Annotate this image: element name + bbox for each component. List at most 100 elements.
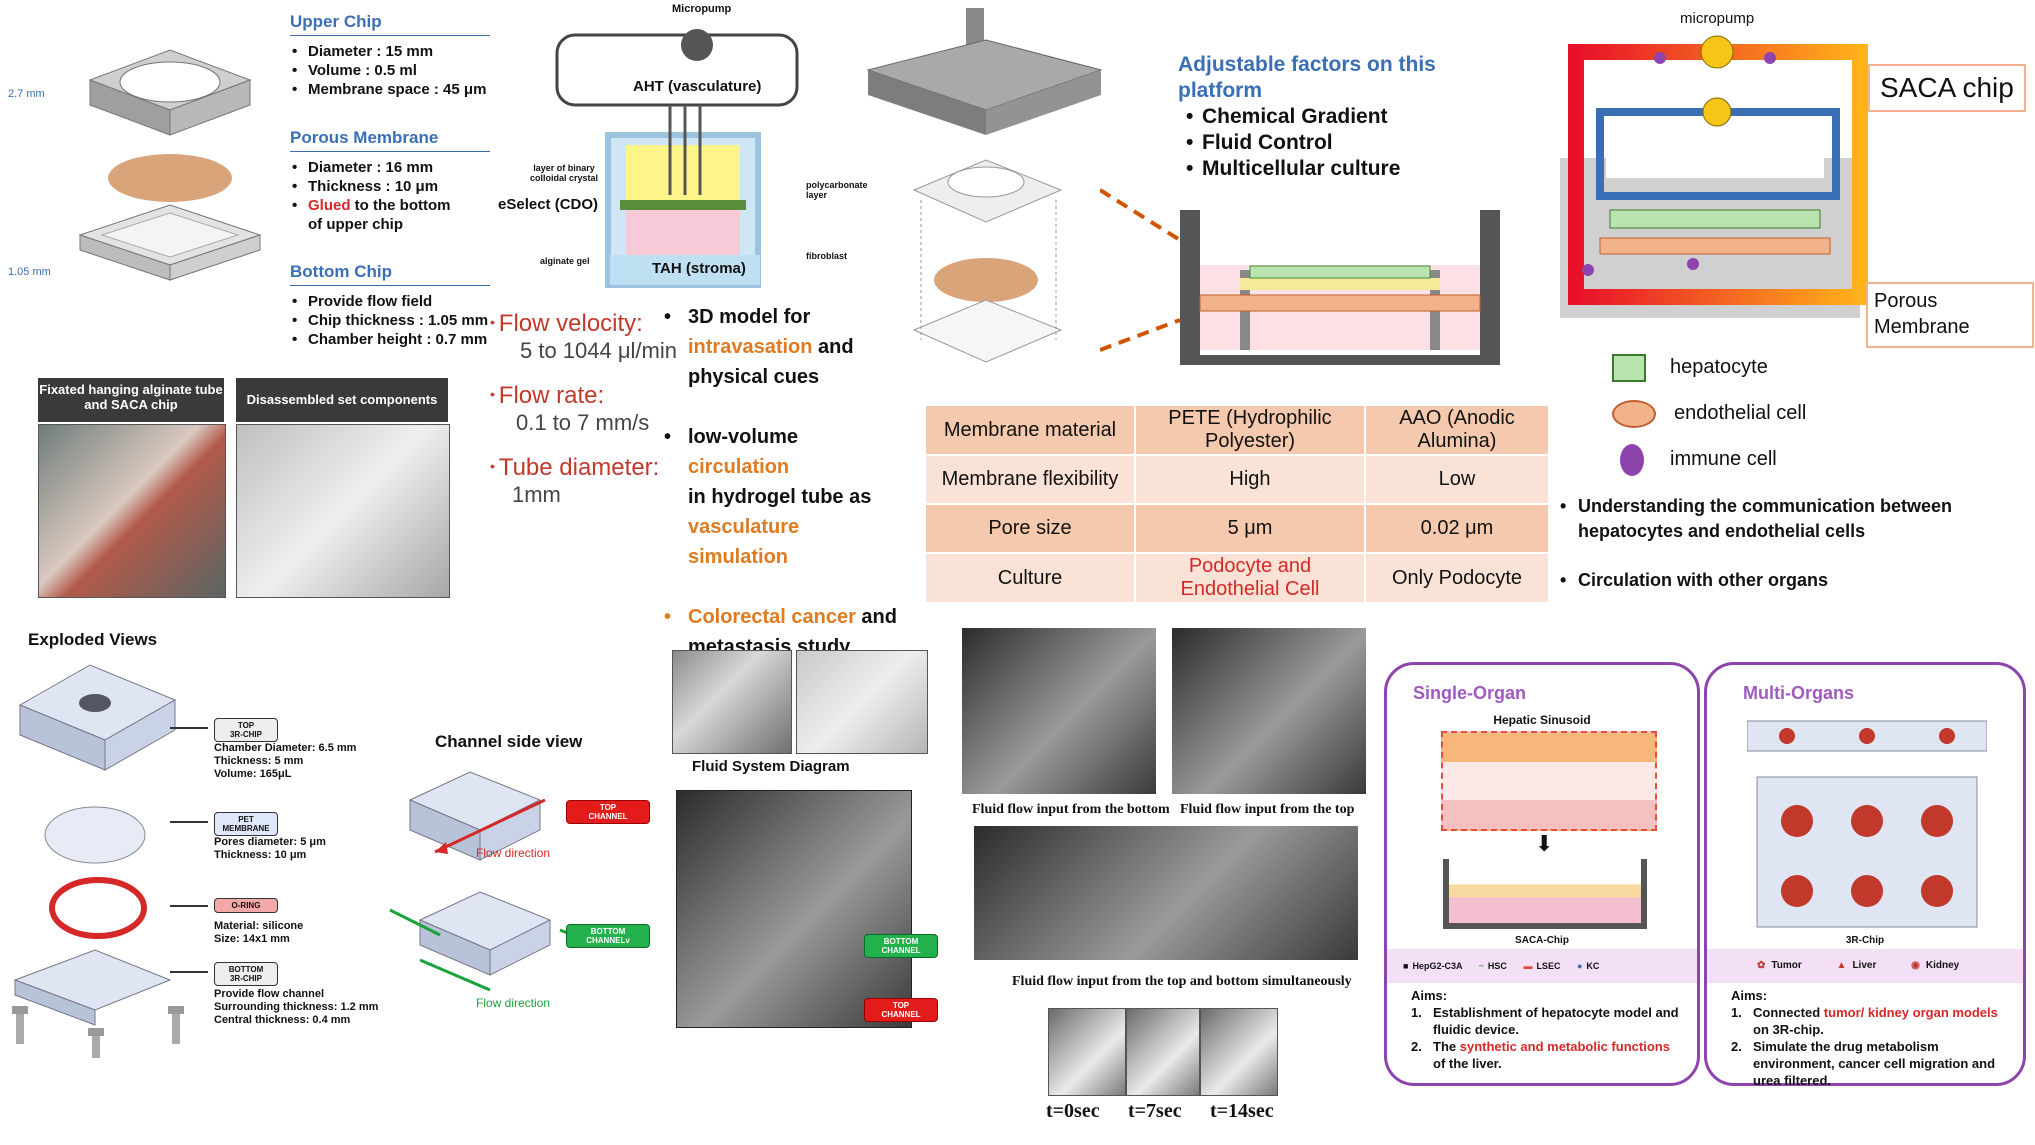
material-row: Culture Podocyte and Endothelial Cell On… — [924, 552, 1550, 604]
kc-icon: ● — [1576, 961, 1583, 971]
membrane-spec: Thickness : 10 μm — [292, 177, 490, 196]
lsec-icon: ▬ — [1523, 961, 1533, 971]
adjustable-factors: Adjustable factors on this platform Chem… — [1178, 52, 1498, 182]
sinusoid-diagram — [1441, 731, 1657, 831]
saca-chip-label: SACA chip — [1868, 64, 2026, 112]
single-organ-title: Single-Organ — [1413, 683, 1527, 703]
material-row: Membrane flexibility High Low — [924, 454, 1550, 505]
well-svg — [1098, 188, 1500, 365]
feature-2: • low-volume circulation in hydrogel tub… — [664, 426, 872, 568]
upper-chip-spec: Volume : 0.5 ml — [292, 61, 490, 80]
photo-caption-right: Disassembled set components — [236, 378, 448, 422]
material-cell: Pore size — [924, 503, 1136, 554]
material-cell: Low — [1364, 454, 1550, 505]
bolts — [10, 1000, 210, 1060]
hsc-icon: ~ — [1478, 961, 1484, 971]
saca-note: •Understanding the communication between… — [1560, 496, 1953, 541]
material-cell: Only Podocyte — [1364, 552, 1550, 604]
photo-components — [236, 424, 450, 598]
dim-bottom-label: 1.05 mm — [8, 266, 51, 278]
fibroblast-label: fibroblast — [806, 251, 848, 261]
saca-note: •Circulation with other organs — [1560, 570, 1829, 590]
material-header-cell: PETE (Hydrophilic Polyester) — [1134, 404, 1366, 456]
multi-organ-panel: Multi-Organs 3R-Chip ✿Tumor ▲Liver ◉Kidn… — [1704, 662, 2026, 1088]
legend-immune: immune cell — [1612, 436, 1806, 482]
saca-chip-diagram — [1560, 30, 1890, 320]
liver-icon: ▲ — [1836, 960, 1847, 971]
upper-chip-title: Upper Chip — [290, 12, 490, 36]
tah-label: TAH (stroma) — [652, 260, 746, 277]
dim-top-label: 2.7 mm — [8, 88, 45, 100]
fluid-tag-bottom-channel: BOTTOM CHANNEL — [864, 934, 938, 958]
tag-pet-membrane: PET MEMBRANE — [214, 812, 278, 836]
bottom-chip-block: Bottom Chip Provide flow field Chip thic… — [290, 262, 490, 349]
timelapse-label: t=7sec — [1128, 1100, 1182, 1122]
tag-o-ring: O-RING — [214, 898, 278, 913]
saca-notes: •Understanding the communication between… — [1560, 494, 2000, 593]
multi-organ-legend: ✿Tumor ▲Liver ◉Kidney — [1707, 949, 2023, 983]
material-header-cell: AAO (Anodic Alumina) — [1364, 404, 1550, 456]
flow-rate-value: 0.1 to 7 mm/s — [516, 410, 650, 435]
material-cell: High — [1134, 454, 1366, 505]
hepatic-sinusoid-label: Hepatic Sinusoid — [1493, 713, 1591, 727]
bottom-chip-title: Bottom Chip — [290, 262, 490, 286]
single-organ-aims: Aims: 1.Establishment of hepatocyte mode… — [1411, 988, 1679, 1071]
transwell-render — [866, 0, 1106, 380]
bottom-chip-spec: Chip thickness : 1.05 mm — [292, 311, 490, 330]
tumor-icon: ✿ — [1757, 960, 1766, 971]
multi-organ-aims: Aims: 1.Connected tumor/ kidney organ mo… — [1731, 988, 1998, 1088]
video-caption-bottom: Fluid flow input from the bottom — [972, 802, 1170, 817]
material-cell: Membrane flexibility — [924, 454, 1136, 505]
material-table: Membrane material PETE (Hydrophilic Poly… — [924, 404, 1550, 604]
porous-membrane-title: Porous Membrane — [290, 128, 490, 152]
bottom-chip-spec: Chamber height : 0.7 mm — [292, 330, 490, 349]
3r-chip-label: 3R-Chip — [1845, 935, 1885, 946]
fluid-tag-top-channel: TOP CHANNEL — [864, 998, 938, 1022]
video-bottom-input[interactable] — [962, 628, 1156, 794]
multi-organ-title: Multi-Organs — [1743, 683, 1854, 703]
fluid-photo-grid — [796, 650, 928, 754]
porous-membrane-block: Porous Membrane Diameter : 16 mm Thickne… — [290, 128, 490, 234]
glued-line2: of upper chip — [308, 216, 403, 233]
saca-micropump-label: micropump — [1680, 10, 1755, 27]
upper-chip-block: Upper Chip Diameter : 15 mm Volume : 0.5… — [290, 12, 490, 99]
video-caption-simultaneous: Fluid flow input from the top and bottom… — [1012, 974, 1352, 989]
channel-side-title: Channel side view — [435, 732, 583, 751]
hepatocyte-icon — [1612, 353, 1646, 382]
photo-caption-left: Fixated hanging alginate tube and SACA c… — [38, 378, 224, 422]
tag-bottom-channel: BOTTOM CHANNELv — [566, 924, 650, 948]
adjustable-item: Chemical Gradient — [1186, 104, 1498, 130]
video-simultaneous[interactable] — [974, 826, 1358, 960]
material-row: Pore size 5 μm 0.02 μm — [924, 503, 1550, 554]
multi-organ-grid — [1746, 711, 1988, 931]
upper-chip-spec: Diameter : 15 mm — [292, 42, 490, 61]
bottom-chip-spec: Provide flow field — [292, 292, 490, 311]
channel-side-svg — [380, 760, 660, 1020]
flow-velocity-value: 5 to 1044 μl/min — [520, 338, 677, 363]
adjustable-item: Fluid Control — [1186, 130, 1498, 156]
exploded-views-svg — [10, 660, 210, 1050]
polycarbonate-label: polycarbonate layer — [806, 180, 868, 200]
exploded-views-title: Exploded Views — [28, 630, 158, 649]
timelapse-frame-14 — [1200, 1008, 1278, 1096]
well-cross-section — [1098, 170, 1500, 370]
video-top-input[interactable] — [1172, 628, 1366, 794]
chip-exploded-render — [40, 10, 280, 310]
fluid-system-title: Fluid System Diagram — [692, 758, 850, 775]
material-cell: Culture — [924, 552, 1136, 604]
saca-chip-mini-label: SACA-Chip — [1515, 935, 1569, 946]
material-header-row: Membrane material PETE (Hydrophilic Poly… — [924, 404, 1550, 456]
flow-rate-label: • Flow rate: — [490, 382, 605, 409]
feature-1: • 3D model for intravasation and physica… — [664, 306, 854, 388]
tag-top-channel: TOP CHANNEL — [566, 800, 650, 824]
legend-endothelial: endothelial cell — [1612, 390, 1806, 436]
timelapse-label: t=14sec — [1210, 1100, 1274, 1122]
micropump-label: Micropump — [672, 3, 732, 15]
glued-rest: to the bottom — [350, 197, 451, 214]
flow-direction-label-1: Flow direction — [476, 846, 551, 860]
kidney-icon: ◉ — [1911, 960, 1920, 971]
